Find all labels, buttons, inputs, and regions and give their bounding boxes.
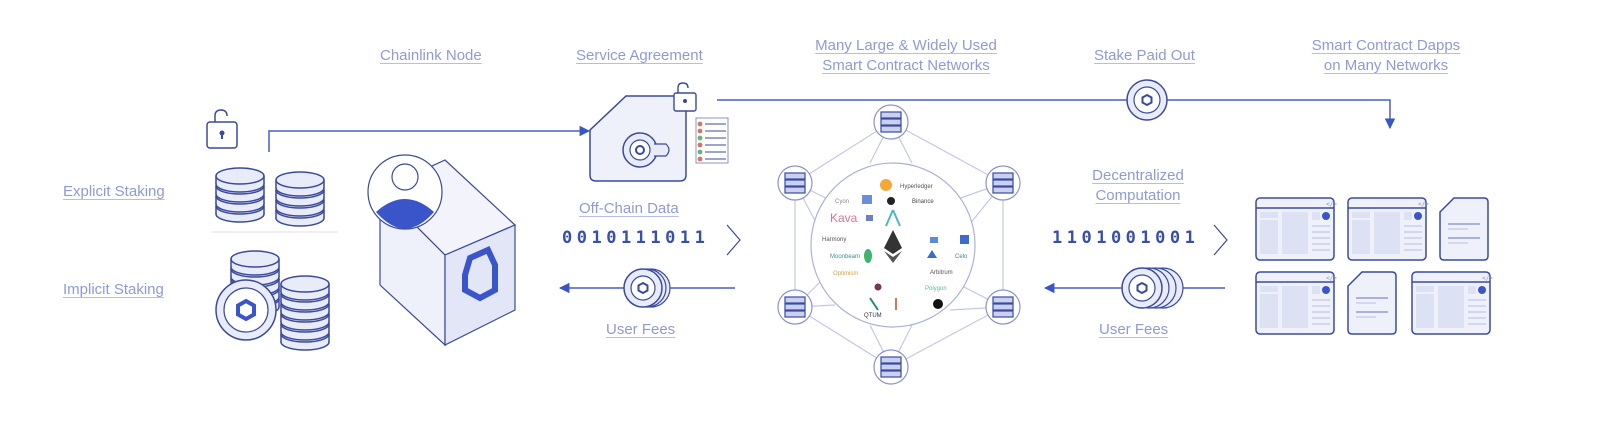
networks-label[interactable]: Many Large & Widely Used Smart Contract …	[796, 36, 1016, 76]
networks-label-line2: Smart Contract Networks	[822, 57, 990, 74]
dapps-label-line2: on Many Networks	[1323, 57, 1449, 74]
network-logo-text: Harmony	[822, 237, 846, 243]
user-fees-coin-icon	[623, 268, 671, 308]
user-fees-right-label[interactable]: User Fees	[1099, 321, 1169, 338]
service-agreement-label[interactable]: Service Agreement	[576, 47, 703, 64]
cyon-logo: Cyon	[835, 199, 849, 205]
dapp-window-icon	[1255, 271, 1338, 335]
dapp-window-icon	[1411, 271, 1494, 335]
network-logo-icon	[864, 249, 872, 263]
network-logo-icon	[933, 299, 943, 309]
network-logos: Hyperledger Cyon Binance Kava Harmony Mo…	[822, 179, 969, 319]
chainlink-node-cube-icon	[367, 154, 517, 347]
decentralized-label-line1: Decentralized	[1092, 167, 1184, 184]
network-logo-text: Celo	[955, 254, 968, 260]
network-logo-icon	[960, 235, 969, 244]
implicit-staking-coins-icon	[215, 250, 330, 351]
tezos-logo-icon	[866, 215, 873, 221]
network-logo-icon	[874, 283, 882, 291]
network-logo-icon	[869, 297, 879, 311]
stake-payout-arrow	[717, 99, 1396, 130]
off-chain-binary: 0010111011	[562, 228, 710, 248]
implicit-staking-label[interactable]: Implicit Staking	[63, 281, 164, 298]
ethereum-logo-icon	[884, 230, 902, 254]
dapp-window-icon	[1255, 197, 1338, 261]
network-logo-text: Arbitrum	[930, 270, 953, 276]
document-icon	[1439, 197, 1489, 261]
network-logo-icon	[885, 209, 901, 227]
network-logo-icon	[927, 250, 937, 258]
stake-paid-out-label[interactable]: Stake Paid Out	[1094, 47, 1195, 64]
binance-logo-icon	[887, 197, 895, 205]
chevron-right-icon	[726, 224, 741, 256]
decentralized-computation-label[interactable]: Decentralized Computation	[1078, 166, 1198, 206]
dapps-grid	[1255, 197, 1494, 335]
off-chain-data-label[interactable]: Off-Chain Data	[579, 200, 679, 217]
networks-label-line1: Many Large & Widely Used	[815, 37, 997, 54]
network-logo-text: Polygon	[925, 286, 947, 292]
dapp-window-icon	[1347, 197, 1430, 261]
network-logo-icon	[930, 237, 938, 243]
service-agreement-document-icon	[589, 82, 729, 182]
chainlink-node-label[interactable]: Chainlink Node	[380, 47, 482, 64]
lock-open-icon	[673, 82, 697, 112]
stake-paid-out-coin-icon	[1126, 79, 1168, 121]
chevron-right-icon	[1213, 224, 1228, 256]
computation-binary: 1101001001	[1052, 228, 1200, 248]
hyperledger-logo: Hyperledger	[900, 184, 933, 190]
network-logo-text: Optimism	[833, 271, 858, 277]
explicit-staking-label[interactable]: Explicit Staking	[63, 183, 165, 200]
network-logo-text: Moonbeam	[830, 254, 860, 260]
decentralized-label-line2: Computation	[1095, 187, 1181, 204]
network-logo-text: Binance	[912, 199, 934, 205]
bitcoin-logo-icon	[880, 179, 892, 191]
document-icon	[1347, 271, 1397, 335]
user-fees-left-label[interactable]: User Fees	[606, 321, 676, 338]
dapps-label[interactable]: Smart Contract Dapps on Many Networks	[1296, 36, 1476, 76]
user-fees-coins-icon	[1121, 267, 1184, 309]
polkadot-logo-icon	[862, 195, 872, 204]
network-logo-text: QTUM	[864, 313, 882, 319]
lock-open-icon	[206, 109, 238, 149]
stake-flow-arrow	[268, 125, 591, 152]
explicit-staking-coins-icon	[215, 167, 325, 227]
kava-logo: Kava	[830, 211, 858, 225]
dapps-label-line1: Smart Contract Dapps	[1311, 37, 1461, 54]
